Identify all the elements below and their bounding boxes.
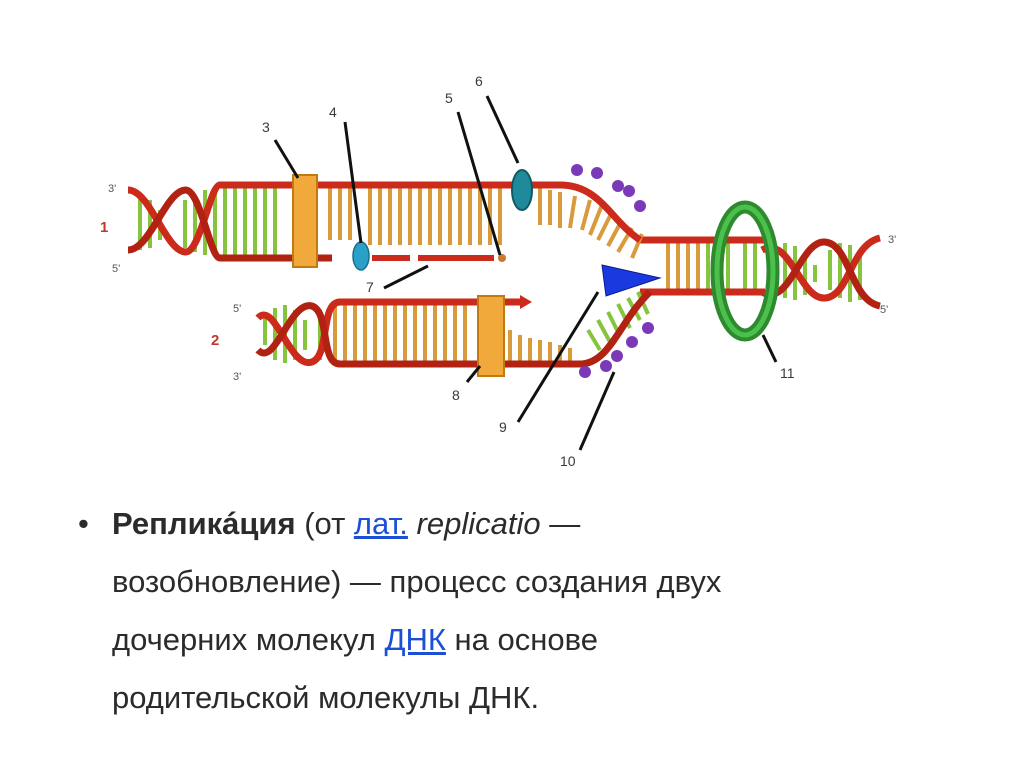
line-2: возобновление) — процесс создания двух bbox=[112, 553, 978, 611]
strand-number-1: 1 bbox=[100, 219, 108, 236]
strand-number-2: 2 bbox=[211, 332, 219, 349]
definition-text: • Репликáция (от лат. replicatio — возоб… bbox=[78, 495, 978, 727]
label-4: 4 bbox=[329, 104, 337, 120]
definition-paragraph: Репликáция (от лат. replicatio — возобно… bbox=[112, 495, 978, 727]
strand-2 bbox=[258, 265, 660, 378]
label-6: 6 bbox=[475, 73, 483, 89]
latin-term: replicatio bbox=[408, 506, 541, 541]
end-label: 5' bbox=[880, 304, 888, 316]
bullet-icon: • bbox=[78, 495, 89, 553]
line-4: родительской молекулы ДНК. bbox=[112, 669, 978, 727]
label-10: 10 bbox=[560, 453, 576, 469]
polymerase-8 bbox=[478, 296, 504, 376]
link-dna[interactable]: ДНК bbox=[384, 622, 445, 657]
end-label: 5' bbox=[112, 263, 120, 275]
label-11: 11 bbox=[780, 365, 795, 381]
link-latin[interactable]: лат. bbox=[354, 506, 408, 541]
end-label: 3' bbox=[108, 183, 116, 195]
polymerase-3 bbox=[293, 175, 317, 267]
helicase-6 bbox=[512, 170, 532, 210]
leader-lines bbox=[275, 96, 776, 450]
end-label: 3' bbox=[233, 371, 241, 383]
label-5: 5 bbox=[445, 90, 453, 106]
text-line3-end: на основе bbox=[446, 622, 598, 657]
ligase-4 bbox=[353, 242, 369, 270]
text-open-paren: (от bbox=[296, 506, 354, 541]
leading-arrow bbox=[520, 295, 532, 309]
parental-helix bbox=[762, 238, 880, 306]
text-dash: — bbox=[541, 506, 581, 541]
line-1: Репликáция (от лат. replicatio — bbox=[112, 495, 978, 553]
line-3: дочерних молекул ДНК на основе bbox=[112, 611, 978, 669]
text-line3-start: дочерних молекул bbox=[112, 622, 384, 657]
strand-1 bbox=[128, 164, 646, 270]
label-7: 7 bbox=[366, 279, 374, 295]
label-3: 3 bbox=[262, 119, 270, 135]
term-replication: Репликáция bbox=[112, 506, 296, 541]
fork-stem bbox=[640, 240, 765, 292]
label-8: 8 bbox=[452, 387, 460, 403]
label-9: 9 bbox=[499, 419, 507, 435]
end-label: 3' bbox=[888, 234, 896, 246]
end-label: 5' bbox=[233, 303, 241, 315]
dna-replication-diagram: 3 4 5 6 7 8 9 10 11 1 2 3' 5' 5' 3' 3' 5… bbox=[0, 0, 1024, 480]
